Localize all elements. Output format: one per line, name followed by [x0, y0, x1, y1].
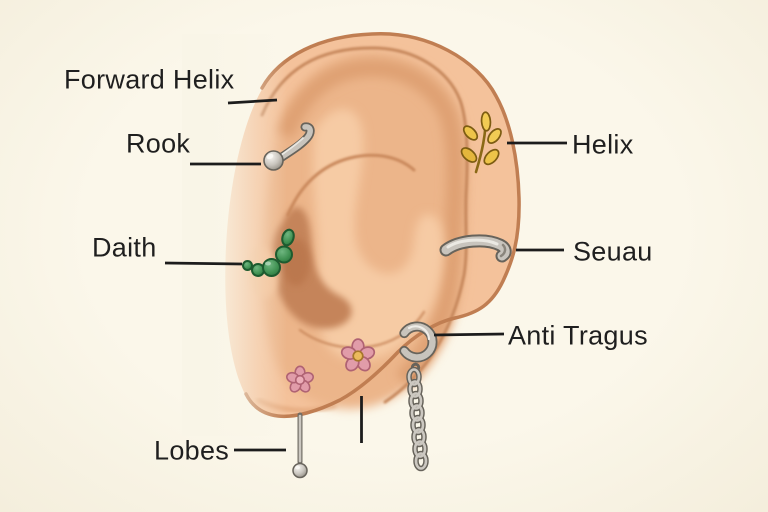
ear-antihelix-ridge — [312, 108, 444, 361]
drop-ball — [292, 462, 308, 479]
anti-tragus-earring — [399, 321, 438, 472]
wheat-grain — [480, 111, 492, 132]
label-helix: Helix — [572, 129, 634, 160]
drop-ball-highlight — [295, 465, 300, 470]
label-lobes: Lobes — [154, 435, 230, 466]
rook-earring — [263, 122, 315, 171]
helix-earring — [460, 111, 502, 174]
label-seuau: Seuau — [573, 236, 653, 267]
label-rook: Rook — [126, 128, 191, 159]
flower-center — [352, 350, 364, 362]
ear-outline — [244, 32, 521, 419]
daith-bead — [242, 260, 253, 271]
label-anti-tragus: Anti Tragus — [508, 320, 648, 351]
daith-bead — [275, 245, 293, 264]
rook-ball-highlight — [266, 153, 274, 160]
daith-bead — [262, 258, 281, 277]
wheat-grain — [487, 128, 502, 144]
label-daith: Daith — [92, 232, 157, 263]
leader-daith — [164, 261, 243, 266]
lobe-flower-large — [340, 338, 376, 372]
daith-earring — [242, 228, 295, 277]
lobe-drop-earring — [292, 412, 308, 479]
ear-crus-fold-line — [286, 153, 416, 217]
daith-bead — [281, 228, 295, 247]
label-forward-helix: Forward Helix — [64, 64, 235, 95]
chain-drop — [406, 362, 429, 472]
wheat-grain — [462, 125, 479, 141]
rook-ball — [263, 150, 284, 171]
snug-earring — [439, 234, 512, 263]
wheat-grain — [483, 148, 500, 166]
lobe-flower-small — [286, 365, 314, 393]
wheat-grain — [460, 147, 478, 163]
snug-ring-endcap — [499, 243, 507, 258]
chain-links — [406, 366, 429, 472]
snug-ring-highlight — [446, 238, 499, 249]
hoop-highlight — [407, 325, 431, 341]
leader-lines — [164, 98, 567, 452]
daith-bead-highlight — [265, 261, 271, 266]
leader-anti-tragus — [433, 332, 505, 337]
flower-center — [294, 374, 306, 386]
ear-scapha-band — [276, 58, 465, 387]
rook-barbell-body — [273, 124, 313, 164]
leader-forward-helix — [227, 98, 278, 105]
